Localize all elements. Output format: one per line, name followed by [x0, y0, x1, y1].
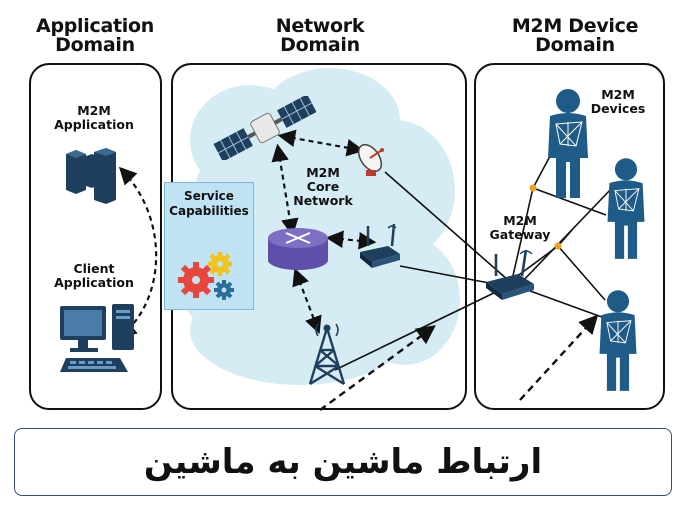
caption-text: ارتباط ماشین به ماشین	[143, 442, 543, 482]
satellite-dish-icon	[357, 143, 384, 176]
satellite-dish-link	[277, 129, 365, 157]
network-domain-title-line1: Network	[275, 15, 365, 37]
application-domain-title-line1: Application	[36, 15, 154, 37]
m2m-devices-label-line1: M2M	[601, 87, 635, 102]
m2m-application-label: M2M Application	[44, 104, 144, 132]
client-computer-icon	[60, 304, 134, 372]
gears-icon	[178, 252, 234, 300]
m2m-devices-label: M2M Devices	[585, 88, 651, 116]
gateway-label-line1: M2M	[503, 213, 537, 228]
tower-gateway-line	[334, 289, 501, 371]
wifi-modem-icon	[360, 223, 400, 268]
satellite-icon	[213, 96, 317, 160]
application-domain-panel	[29, 63, 162, 410]
gateway-label-line2: Gateway	[489, 227, 551, 242]
device-person-icon	[607, 158, 645, 259]
network-domain-title-line2: Domain	[280, 34, 360, 56]
dish-gateway-line	[384, 171, 509, 281]
client-application-label: Client Application	[44, 262, 144, 290]
device-domain-title-line2: Domain	[535, 34, 615, 56]
cell-tower-icon	[308, 323, 346, 386]
dashed-arrow-up-right	[519, 314, 599, 401]
application-domain-title: Application Domain	[20, 17, 170, 55]
mesh-node	[554, 242, 562, 250]
app-client-dashed-arrow	[118, 166, 158, 338]
m2m-gateway-icon	[486, 249, 534, 300]
device-domain-title-line1: M2M Device	[511, 15, 639, 37]
service-capabilities-line1: Service	[184, 189, 234, 203]
network-domain-title: Network Domain	[240, 17, 400, 55]
device-domain-title: M2M Device Domain	[480, 17, 670, 55]
service-capabilities-line2: Capabilities	[169, 204, 249, 218]
core-network-label: M2M Core Network	[282, 166, 364, 208]
router-modem-link	[325, 230, 377, 250]
m2m-application-icon	[66, 148, 116, 204]
m2m-application-label-line1: M2M	[77, 103, 111, 118]
core-network-label-line1: M2M	[306, 165, 340, 180]
m2m-devices-label-line2: Devices	[590, 101, 646, 116]
caption-box: ارتباط ماشین به ماشین	[14, 428, 672, 496]
device-person-icon	[599, 290, 637, 391]
m2m-application-label-line2: Application	[54, 117, 134, 132]
client-application-label-line1: Client	[73, 261, 115, 276]
core-network-label-line3: Network	[293, 193, 353, 208]
device-person-icon	[548, 89, 588, 198]
gateway-label: M2M Gateway	[480, 214, 560, 242]
router-tower-link	[292, 267, 322, 335]
service-capabilities-label: Service Capabilities	[165, 189, 253, 219]
client-application-label-line2: Application	[54, 275, 134, 290]
router-icon	[268, 228, 328, 270]
service-capabilities-box: Service Capabilities	[164, 182, 254, 310]
core-network-label-line2: Core	[306, 179, 340, 194]
application-domain-title-line2: Domain	[55, 34, 135, 56]
mesh-node	[529, 184, 537, 192]
